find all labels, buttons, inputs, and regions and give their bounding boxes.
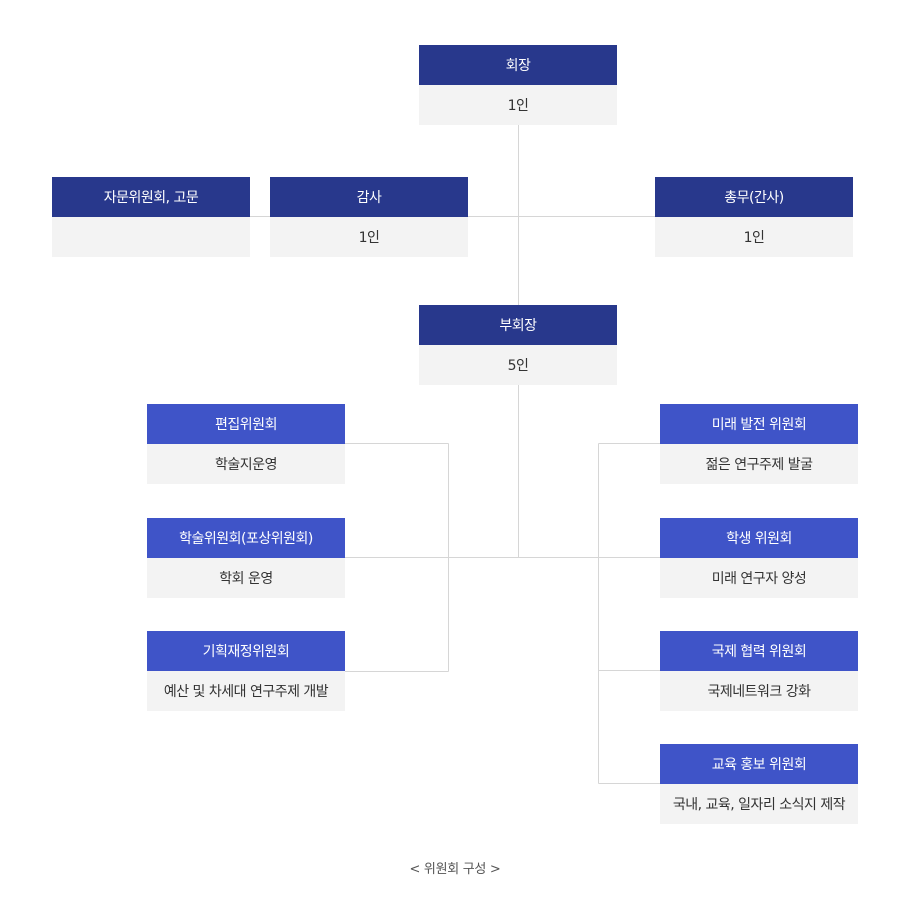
planning-finance-committee-box: 기획재정위원회 예산 및 차세대 연구주제 개발 [147,631,345,711]
president-title: 회장 [419,45,617,85]
audit-box: 감사 1인 [270,177,468,257]
committee-role: 젊은 연구주제 발굴 [660,444,858,484]
committee-title: 국제 협력 위원회 [660,631,858,671]
audit-count: 1인 [270,217,468,257]
secretary-title: 총무(간사) [655,177,853,217]
committee-role: 국내, 교육, 일자리 소식지 제작 [660,784,858,824]
vice-president-title: 부회장 [419,305,617,345]
diagram-caption: < 위원회 구성 > [409,862,501,877]
secretary-box: 총무(간사) 1인 [655,177,853,257]
future-development-committee-box: 미래 발전 위원회 젊은 연구주제 발굴 [660,404,858,484]
committee-title: 미래 발전 위원회 [660,404,858,444]
audit-title: 감사 [270,177,468,217]
advisory-title: 자문위원회, 고문 [52,177,250,217]
academic-committee-box: 학술위원회(포상위원회) 학회 운영 [147,518,345,598]
president-box: 회장 1인 [419,45,617,125]
editorial-committee-box: 편집위원회 학술지운영 [147,404,345,484]
vice-president-box: 부회장 5인 [419,305,617,385]
committee-title: 교육 홍보 위원회 [660,744,858,784]
committee-title: 학술위원회(포상위원회) [147,518,345,558]
committee-title: 기획재정위원회 [147,631,345,671]
committee-role: 미래 연구자 양성 [660,558,858,598]
committee-title: 학생 위원회 [660,518,858,558]
committee-role: 예산 및 차세대 연구주제 개발 [147,671,345,711]
committee-title: 편집위원회 [147,404,345,444]
advisory-box: 자문위원회, 고문 [52,177,250,257]
advisory-count [52,217,250,257]
student-committee-box: 학생 위원회 미래 연구자 양성 [660,518,858,598]
committee-role: 학회 운영 [147,558,345,598]
secretary-count: 1인 [655,217,853,257]
international-cooperation-committee-box: 국제 협력 위원회 국제네트워크 강화 [660,631,858,711]
president-count: 1인 [419,85,617,125]
education-pr-committee-box: 교육 홍보 위원회 국내, 교육, 일자리 소식지 제작 [660,744,858,824]
committee-role: 국제네트워크 강화 [660,671,858,711]
vice-president-count: 5인 [419,345,617,385]
committee-role: 학술지운영 [147,444,345,484]
